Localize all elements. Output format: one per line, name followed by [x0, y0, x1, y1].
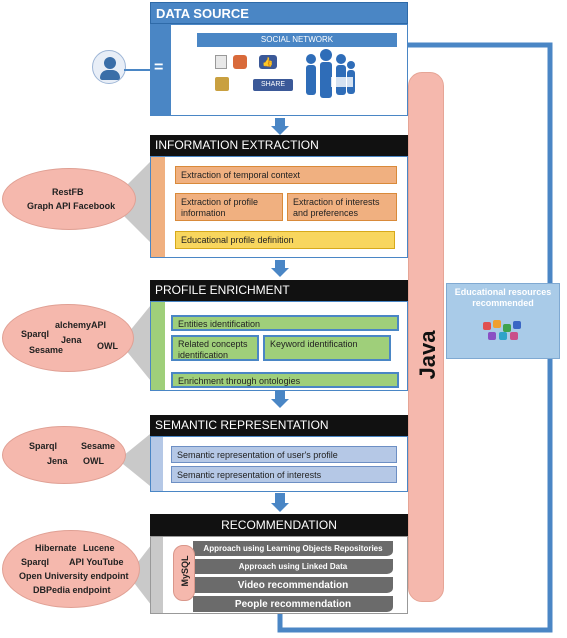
recommendation-panel: Approach using Learning Objects Reposito…	[150, 536, 408, 614]
flow-arrow-4-head	[271, 503, 289, 512]
tool-alchemyapi: alchemyAPI	[55, 320, 107, 330]
social-icon-1	[215, 55, 227, 69]
user-connector	[124, 69, 150, 71]
tool-owl: OWL	[97, 341, 118, 351]
tool-api-youtube: API YouTube	[69, 557, 124, 567]
tool-sparql: Sparql	[21, 329, 50, 339]
people-recommendation-box: People recommendation	[193, 596, 393, 613]
tool-restfb: RestFB	[52, 187, 84, 197]
share-label: SHARE	[260, 81, 286, 88]
info-extraction-tools: RestFB Graph API Facebook	[2, 168, 136, 230]
flow-arrow-2-head	[271, 268, 289, 277]
tool-dbpedia: DBPedia endpoint	[33, 585, 111, 595]
profile-enrichment-stripe	[151, 302, 165, 390]
recommendation-header: RECOMMENDATION	[150, 514, 408, 536]
tool-sesame: Sesame	[29, 345, 64, 355]
data-source-stripe	[151, 25, 171, 115]
flow-arrow-4	[275, 493, 285, 503]
mysql-pill: MySQL	[173, 545, 195, 601]
profile-enrichment-tools: alchemyAPI Sparql Jena OWL Sesame	[2, 304, 134, 372]
tool-sparql-2: Sparql	[29, 441, 58, 451]
educational-profile-box: Educational profile definition	[175, 231, 395, 249]
social-icon-3	[215, 77, 229, 91]
semantic-header: SEMANTIC REPRESENTATION	[150, 415, 408, 436]
related-concepts-box: Related concepts identification	[171, 335, 259, 361]
tool-lucene: Lucene	[83, 543, 115, 553]
linked-data-box: Approach using Linked Data	[193, 559, 393, 575]
data-source-panel: = SOCIAL NETWORK 👍 SHARE	[150, 24, 408, 116]
interests-box: Extraction of interests and preferences	[287, 193, 397, 221]
tool-sesame-2: Sesame	[81, 441, 116, 451]
tool-jena-2: Jena	[47, 456, 68, 466]
java-label: Java	[415, 330, 440, 380]
people-network-icon	[306, 49, 355, 98]
profile-enrichment-panel: Entities identification Related concepts…	[150, 301, 408, 391]
semantic-profile-box: Semantic representation of user's profil…	[171, 446, 397, 463]
facebook-share-button: SHARE	[253, 79, 293, 91]
thumbs-up-icon: 👍	[259, 55, 277, 69]
mysql-label: MySQL	[180, 555, 190, 587]
tool-owl-2: OWL	[83, 456, 104, 466]
tool-sparql-3: Sparql	[21, 557, 50, 567]
flow-arrow-3-head	[271, 399, 289, 408]
educational-resources-title: Educational resources recommended	[454, 287, 552, 308]
profile-info-box: Extraction of profile information	[175, 193, 283, 221]
flow-arrow-1	[275, 118, 285, 126]
lor-approach-box: Approach using Learning Objects Reposito…	[193, 541, 393, 557]
tool-graph-api: Graph API Facebook	[27, 201, 116, 211]
semantic-panel: Semantic representation of user's profil…	[150, 436, 408, 492]
data-source-header: DATA SOURCE	[150, 2, 408, 24]
recommendation-tools: Hibernate Lucene Sparql API YouTube Open…	[2, 530, 140, 608]
info-extraction-header: INFORMATION EXTRACTION	[150, 135, 408, 156]
semantic-stripe	[151, 437, 163, 491]
flow-arrow-2	[275, 260, 285, 268]
profile-enrichment-header: PROFILE ENRICHMENT	[150, 280, 408, 301]
educational-resources-box: Educational resources recommended	[446, 283, 560, 359]
tool-hibernate: Hibernate	[35, 543, 77, 553]
flow-arrow-1-head	[271, 126, 289, 135]
info-extraction-stripe	[151, 157, 165, 257]
flow-arrow-3	[275, 391, 285, 399]
video-recommendation-box: Video recommendation	[193, 577, 393, 594]
entities-box: Entities identification	[171, 315, 399, 331]
user-avatar-icon	[92, 50, 126, 84]
resources-icons	[483, 320, 527, 342]
tool-open-university: Open University endpoint	[19, 571, 129, 581]
data-source-equals: =	[154, 59, 164, 76]
semantic-interests-box: Semantic representation of interests	[171, 466, 397, 483]
tool-jena: Jena	[61, 335, 82, 345]
recommendation-stripe	[151, 537, 163, 613]
social-network-bar: SOCIAL NETWORK	[197, 33, 397, 47]
semantic-tools: Sparql Sesame Jena OWL	[2, 426, 126, 484]
ontologies-box: Enrichment through ontologies	[171, 372, 399, 388]
social-icon-2	[233, 55, 247, 69]
java-bar: Java	[408, 72, 444, 602]
info-extraction-panel: Extraction of temporal context Extractio…	[150, 156, 408, 258]
temporal-context-box: Extraction of temporal context	[175, 166, 397, 184]
keyword-box: Keyword identification	[263, 335, 391, 361]
